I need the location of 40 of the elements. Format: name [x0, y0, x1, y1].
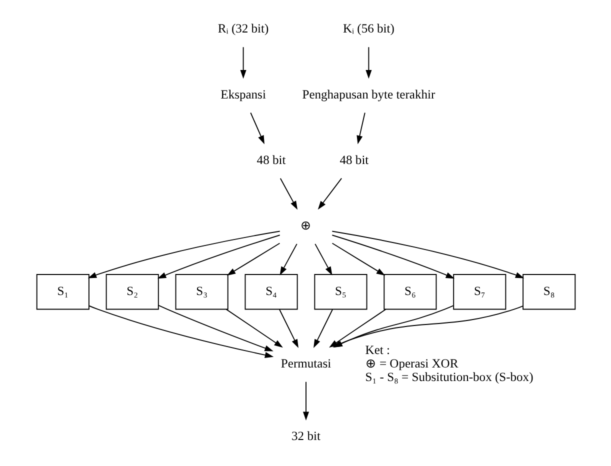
label: Ket :: [364, 342, 390, 357]
node-text: Permutasi: [280, 356, 331, 370]
node-text: ⊕: [300, 218, 311, 233]
node-text: Penghapusan byte terakhir: [302, 87, 435, 102]
arrow: [314, 243, 332, 276]
node-text: Ekspansi: [220, 87, 266, 102]
node-text: 48 bit: [256, 152, 286, 167]
arrow: [313, 309, 332, 348]
node-text: 32 bit: [291, 428, 320, 443]
arrow: [279, 243, 297, 276]
arrow: [240, 46, 246, 79]
arrow: [331, 242, 385, 276]
arrow: [302, 381, 309, 420]
label: S₁ - S₈ = Subsitution-box (S-box): [364, 370, 533, 384]
node-box: S₆: [383, 274, 436, 310]
arrow: [87, 230, 280, 278]
node-box: S₂: [105, 274, 158, 310]
node-box: S₇: [452, 274, 506, 310]
arrow: [365, 46, 372, 79]
arrow: [331, 230, 524, 278]
node-text: 48 bit: [339, 152, 368, 167]
node-box: S₈: [522, 274, 576, 310]
arrow: [278, 309, 298, 348]
arrow: [317, 178, 342, 210]
node-text: Kᵢ (56 bit): [342, 22, 394, 36]
node-box: S₃: [174, 274, 228, 310]
arrow: [157, 304, 273, 352]
arrow: [279, 178, 298, 210]
arrow: [156, 234, 280, 279]
node-box: S₅: [314, 274, 367, 310]
label: ⊕ = Operasi XOR: [364, 356, 458, 370]
arrow: [88, 305, 274, 358]
arrow: [226, 242, 280, 276]
node-box: S₁: [36, 274, 89, 310]
node-box: S₄: [244, 274, 298, 310]
arrow: [225, 308, 282, 348]
arrow: [250, 112, 264, 144]
arrow: [331, 234, 454, 279]
node-text: Rᵢ (32 bit): [217, 22, 268, 36]
arrow: [356, 112, 365, 144]
